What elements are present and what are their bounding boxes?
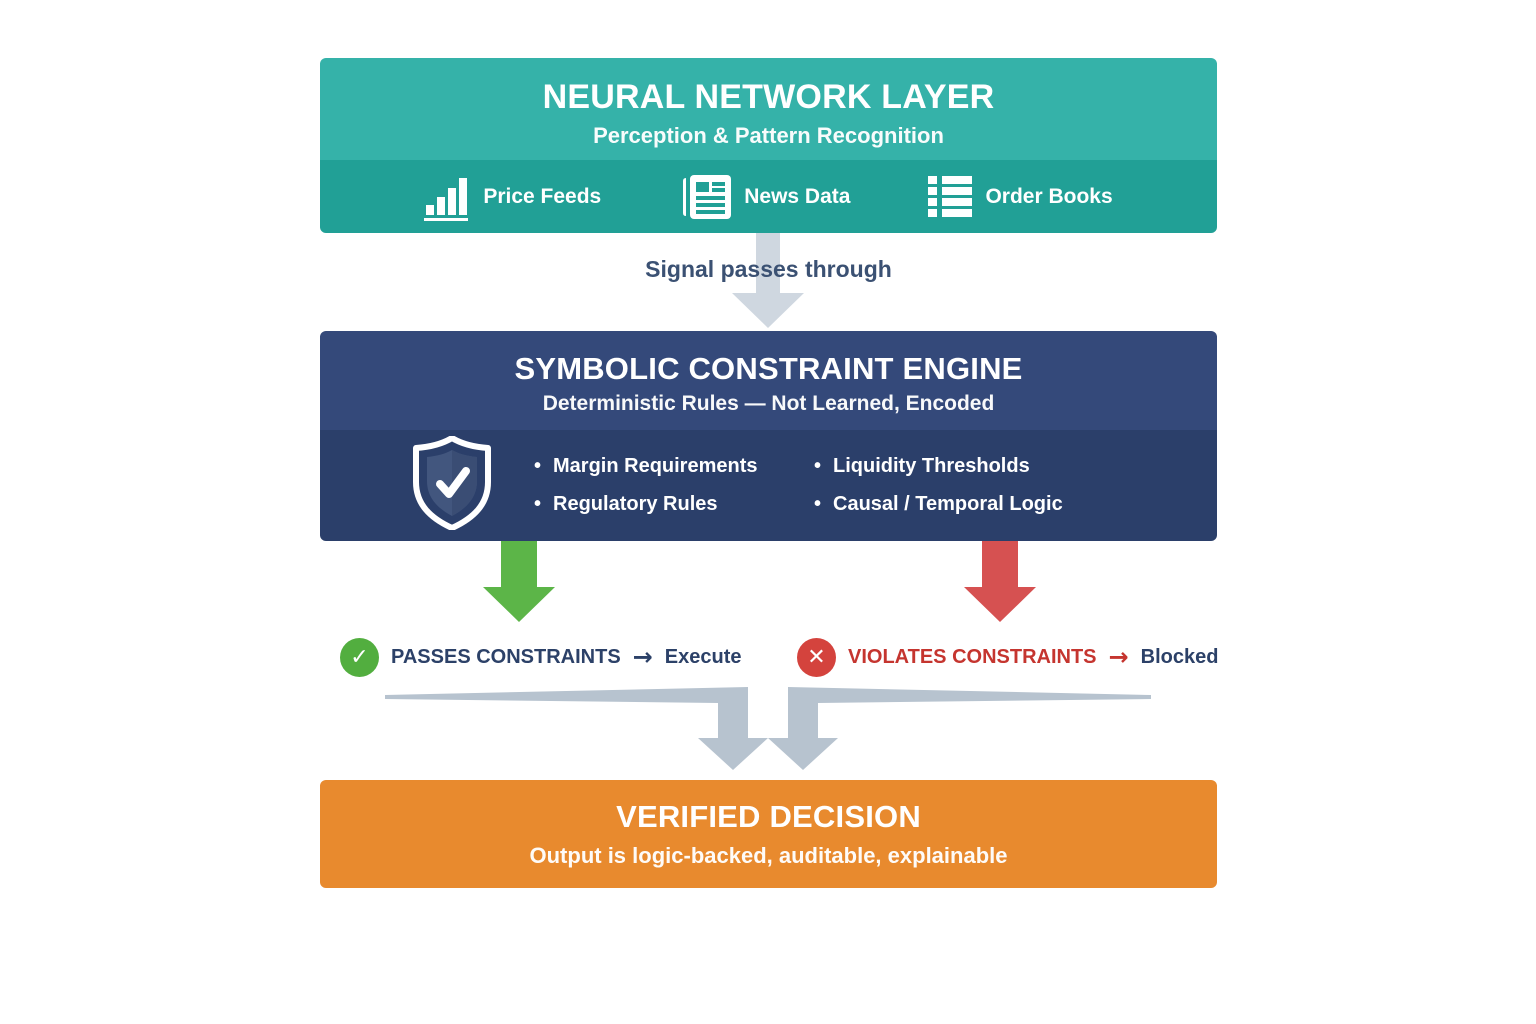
rule-label: Regulatory Rules bbox=[553, 493, 718, 515]
decision-subtitle: Output is logic-backed, auditable, expla… bbox=[529, 843, 1008, 868]
engine-subtitle: Deterministic Rules — Not Learned, Encod… bbox=[542, 392, 995, 415]
rules-column-1: • Margin Requirements • Regulatory Rules bbox=[534, 455, 814, 516]
x-circle-icon: ✕ bbox=[797, 637, 836, 677]
input-item-news-data: News Data bbox=[679, 174, 851, 219]
rule-liquidity-thresholds: • Liquidity Thresholds bbox=[814, 455, 1063, 478]
decision-title: VERIFIED DECISION bbox=[616, 799, 921, 834]
outcome-violate-row: ✕ VIOLATES CONSTRAINTS → Blocked bbox=[797, 637, 1218, 677]
rule-margin-requirements: • Margin Requirements bbox=[534, 455, 814, 478]
engine-title: SYMBOLIC CONSTRAINT ENGINE bbox=[514, 351, 1023, 386]
bullet-dot: • bbox=[534, 455, 542, 477]
rule-causal-temporal-logic: • Causal / Temporal Logic bbox=[814, 493, 1063, 516]
neural-network-layer-header: NEURAL NETWORK LAYER Perception & Patter… bbox=[320, 58, 1217, 160]
list-icon-item-order-books: Order Books bbox=[928, 175, 1113, 219]
neural-layer-subtitle: Perception & Pattern Recognition bbox=[593, 122, 944, 148]
input-label: Price Feeds bbox=[483, 184, 602, 208]
symbolic-constraint-engine-box: SYMBOLIC CONSTRAINT ENGINE Deterministic… bbox=[320, 331, 1217, 541]
neural-layer-title: NEURAL NETWORK LAYER bbox=[542, 77, 995, 116]
input-label: Order Books bbox=[985, 184, 1113, 208]
rule-label: Margin Requirements bbox=[553, 455, 758, 477]
signal-down-arrow-icon bbox=[732, 233, 804, 333]
neural-network-layer-box: NEURAL NETWORK LAYER Perception & Patter… bbox=[320, 58, 1217, 233]
rule-label: Causal / Temporal Logic bbox=[833, 493, 1063, 515]
newspaper-icon bbox=[679, 174, 732, 219]
converging-arrows-icon bbox=[320, 680, 1217, 785]
constraint-engine-header: SYMBOLIC CONSTRAINT ENGINE Deterministic… bbox=[320, 331, 1217, 430]
bullet-dot: • bbox=[814, 455, 822, 477]
input-item-price-feeds: Price Feeds bbox=[424, 173, 601, 221]
passes-constraints-label: PASSES CONSTRAINTS bbox=[391, 645, 621, 668]
blocked-label: Blocked bbox=[1140, 645, 1219, 668]
bullet-dot: • bbox=[814, 493, 822, 515]
rules-column-2: • Liquidity Thresholds • Causal / Temporal… bbox=[814, 455, 1063, 516]
rule-label: Liquidity Thresholds bbox=[833, 455, 1030, 477]
signal-passes-through-label: Signal passes through bbox=[645, 256, 892, 282]
outcome-pass-row: ✓ PASSES CONSTRAINTS → Execute bbox=[340, 637, 742, 677]
input-label: News Data bbox=[744, 184, 851, 208]
right-arrow-icon: → bbox=[632, 643, 653, 671]
bullet-dot: • bbox=[534, 493, 542, 515]
neural-layer-inputs-band: Price Feeds News Data bbox=[320, 160, 1217, 233]
bar-chart-icon bbox=[424, 173, 470, 221]
shield-check-icon bbox=[412, 435, 492, 535]
verified-decision-box: VERIFIED DECISION Output is logic-backed… bbox=[320, 780, 1217, 888]
constraint-engine-rules-panel: • Margin Requirements • Regulatory Rules •… bbox=[320, 430, 1217, 541]
execute-label: Execute bbox=[664, 645, 742, 668]
passes-down-arrow-icon bbox=[483, 541, 555, 627]
list-icon bbox=[928, 175, 973, 219]
violates-down-arrow-icon bbox=[964, 541, 1036, 627]
violates-constraints-label: VIOLATES CONSTRAINTS bbox=[848, 645, 1097, 668]
right-arrow-icon: → bbox=[1108, 643, 1129, 671]
rule-regulatory-rules: • Regulatory Rules bbox=[534, 493, 814, 516]
check-circle-icon: ✓ bbox=[340, 637, 379, 677]
